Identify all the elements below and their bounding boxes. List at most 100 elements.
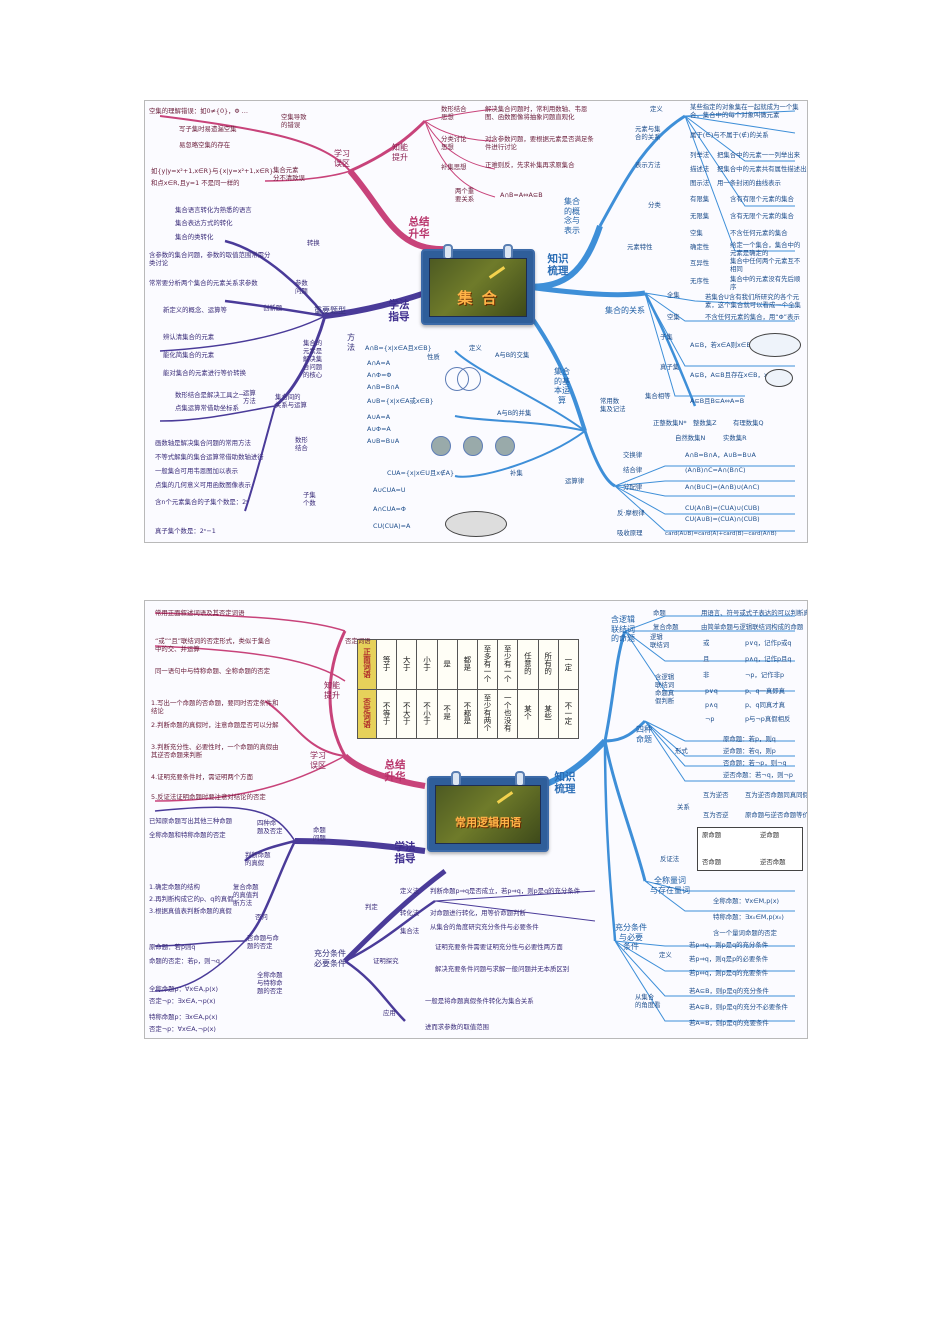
skill-item: A∩B=A⇔A⊆B	[500, 191, 543, 199]
table-cell: 不小于	[422, 702, 431, 725]
concept-item: 把集合中的元素共有属性描述出来	[717, 165, 808, 173]
concept-item: 含有无限个元素的集合	[730, 212, 794, 220]
branch-study-mistakes: 学习 误区	[327, 149, 357, 168]
method-item: 2.再判断构成它的p、q的真假	[149, 895, 234, 903]
logic-mind-map: 正面词语 等于 大于 小于 是 都是 至多有一个 至少有一个 任意的 所有的 一…	[144, 600, 808, 1039]
method-item: 画数轴是解决集合问题的常用方法	[155, 439, 251, 447]
ops-item: A∩B={x|x∈A且x∈B}	[365, 344, 432, 352]
method-item: 特称命题p：∃x∈A,p(x)	[149, 1013, 218, 1021]
four-item: 逆命题：若q，则p	[723, 747, 776, 755]
logic-item: 或	[703, 639, 709, 647]
four-item: 原命题：若p，则q	[723, 735, 776, 743]
table-cell: 都是	[463, 656, 472, 671]
suff-item: 证明探究	[373, 957, 399, 965]
skill-item: 3.判断充分性、必要性时，一个命题的真假由其逆否命题来判断	[151, 743, 281, 759]
relation-item: 真子集	[660, 363, 679, 371]
method-item: 否定¬p：∀x∈A,¬p(x)	[149, 1025, 216, 1033]
skill-item: “或”“且”联结词的否定形式，类似于集合中的交、并运算	[155, 637, 275, 653]
method-item: 集合的类转化	[175, 233, 213, 241]
ops-item: A∩B=B∩A	[367, 383, 399, 391]
concept-item: 分类	[648, 201, 661, 209]
method-item: 一般集合可用韦恩图加以表示	[155, 467, 238, 475]
branch-logic-connectives: 含逻辑 联结词 的命题	[605, 615, 641, 644]
method-item: 3.根据真值表判断命题的真假	[149, 907, 232, 915]
branch-conditions: 充分条件 与必要 条件	[611, 923, 651, 952]
logic-item: 逻辑 联结词	[650, 633, 669, 649]
method-item: 否问	[255, 913, 268, 921]
relation-item: 空集	[667, 313, 680, 321]
ops-item: CU(A∩B)=(CUA)∪(CUB)	[685, 504, 760, 512]
suff-item: 转化法	[400, 909, 419, 917]
method-item: 能化简集合的元素	[163, 351, 214, 359]
ops-item: A∪Φ=A	[367, 425, 391, 433]
method-item: 子集 个数	[303, 491, 316, 507]
ops-item: 反·摩根律	[617, 509, 645, 517]
ops-item: A∪CUA=U	[373, 486, 406, 494]
table-cell: 等于	[382, 656, 391, 671]
concept-item: 某些指定的对象集在一起就成为一个集合，集合中的每个对象叫做元素	[690, 103, 802, 119]
method-item: 复合命题 的真值判 断方法	[233, 883, 259, 907]
pencil-icon	[489, 266, 505, 279]
branch-sufficient-necessary: 充分条件 必要条件	[305, 949, 355, 968]
union-venn-figure	[431, 436, 451, 456]
method-item: 否定¬p：∃x∈A,¬p(x)	[149, 997, 216, 1005]
method-item: 命题 问题	[313, 826, 326, 842]
hub-summary: 总结 升华	[375, 759, 415, 783]
method-item: 点集的几何意义可用函数图像表示	[155, 481, 251, 489]
skill-item: 常用正面叙述词语及其否定词语	[155, 609, 275, 617]
complement-venn-figure	[445, 511, 507, 537]
suff-item: 判断命题p⇒q是否成立，若p⇒q，则p是q的充分条件	[430, 887, 600, 895]
logic-item: p∨q	[705, 687, 718, 695]
ops-item: A与B的交集	[495, 351, 529, 359]
branch-skill-up: 知能 提升	[385, 143, 415, 162]
table-cell: 不等于	[382, 702, 391, 725]
branch-skill-up: 知能 提升	[317, 681, 347, 700]
logic-item: p、q同真才真	[745, 701, 785, 709]
ops-item: (A∩B)∩C=A∩(B∩C)	[685, 466, 745, 474]
concept-item: 列举法	[690, 151, 709, 159]
relation-item: A⊆B且B⊆A⇔A=B	[690, 397, 744, 405]
concept-item: 描述法	[690, 165, 709, 173]
intersection-venn-figure	[457, 367, 481, 391]
cond-item: 若p⇒q，则p是q的充分条件	[689, 941, 768, 949]
skill-item: 否定词语	[345, 637, 371, 645]
method-item: 四种命 题及否定	[257, 819, 283, 835]
branch-key-types: 重要题型	[305, 306, 355, 316]
concept-item: 集合中的元素没有先后顺序	[730, 275, 802, 291]
four-item: 互为逆否命题同真同假	[745, 791, 808, 799]
concept-item: 无序性	[690, 277, 709, 285]
diagram-label: 原命题	[702, 831, 721, 839]
table-cell: 某个	[523, 705, 532, 720]
relation-item: 集合相等	[645, 392, 671, 400]
concept-item: 把集合中的元素一一列举出来	[717, 151, 800, 159]
table-cell: 大于	[402, 656, 411, 671]
method-item: 创新题	[263, 304, 282, 312]
quant-item: 全称命题：∀x∈M,p(x)	[713, 897, 779, 905]
skill-item: 分类讨论 思想	[441, 135, 467, 151]
concept-item: 表示方法	[635, 161, 661, 169]
method-item: 集合表达方式的转化	[175, 219, 233, 227]
ops-item: CU(A∪B)=(CUA)∩(CUB)	[685, 515, 760, 523]
relation-item: 不含任何元素的集合，用“Φ”表示	[705, 313, 800, 321]
subset-venn-figure	[749, 333, 801, 357]
method-item: 集合语言转化为熟悉的语言	[175, 206, 252, 214]
relation-item: A⊆B，若x∈A则x∈B	[690, 341, 751, 349]
table-cell: 至少有一个	[503, 645, 512, 683]
study-item: 集合元素 分不清致误	[273, 166, 305, 182]
branch-concept: 集合 的概 念与 表示	[557, 197, 587, 235]
method-item: 常常要分析两个集合的元素关系求参数	[149, 279, 258, 287]
method-item: 数形 结合	[295, 436, 308, 452]
logic-item: 且	[703, 655, 709, 663]
quant-item: 特称命题：∃x₀∈M,p(x₀)	[713, 913, 784, 921]
logic-item: 复合命题	[653, 623, 679, 631]
table-cell: 任意的	[523, 652, 532, 675]
skill-item: 2.判断命题的真假时，注意命题是否可以分解	[151, 721, 281, 729]
method-item: 全称命题 与特称命 题的否定	[257, 971, 283, 995]
ops-item: A∪B={x|x∈A或x∈B}	[367, 397, 434, 405]
method-item: 集合的 元素是 解决集 合问题 的核心	[303, 339, 322, 379]
four-propositions-diagram: 原命题 逆命题 否命题 逆否命题	[697, 827, 803, 871]
method-item: 能对集合的元素进行等价转换	[163, 369, 246, 377]
study-item: 写子集时易遗漏空集	[179, 125, 237, 133]
method-item: 命题的否定：若p，则¬q	[149, 957, 220, 965]
table-cell: 一个也没有	[503, 694, 512, 732]
